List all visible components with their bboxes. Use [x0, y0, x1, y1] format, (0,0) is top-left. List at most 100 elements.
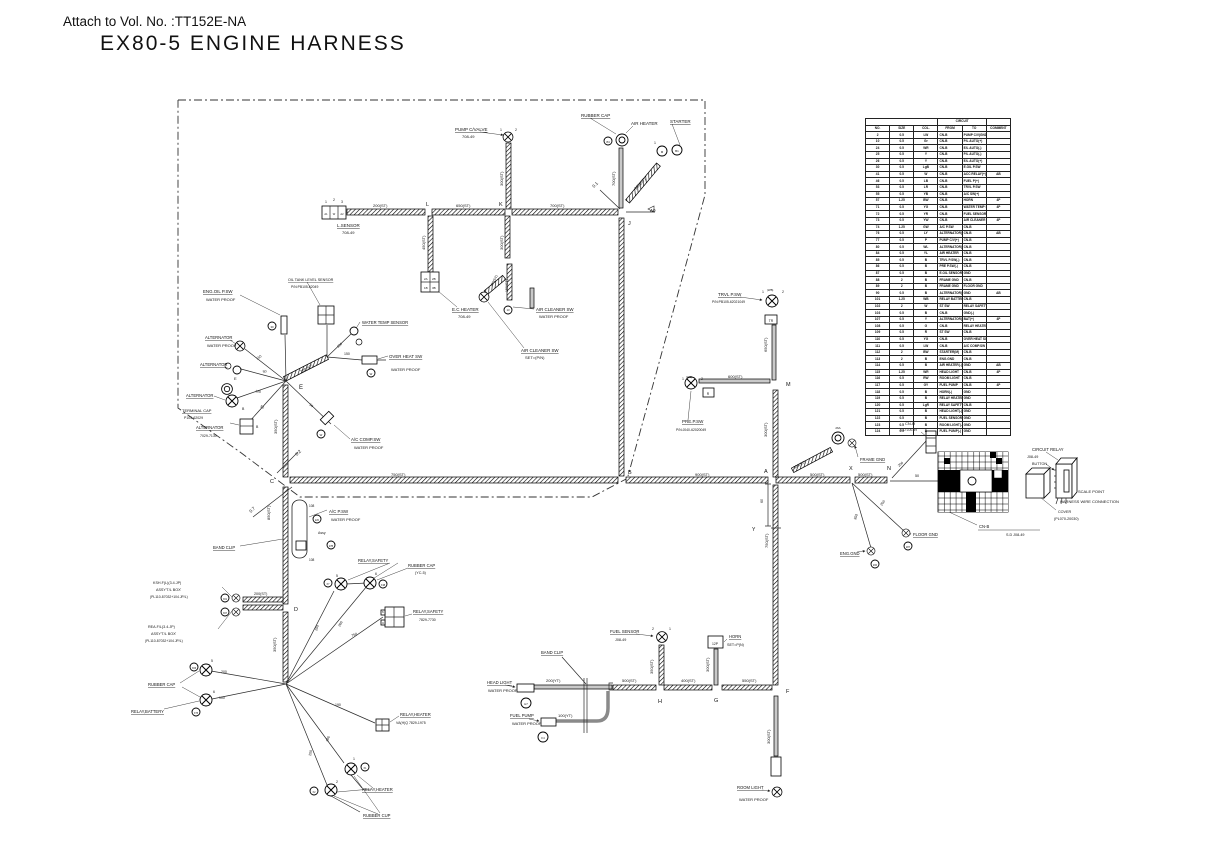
table-spacer	[985, 118, 1012, 126]
diagram-label: WATER PROOF	[354, 445, 384, 450]
diagram-label: RUBBER CAP	[148, 682, 175, 687]
table-cell: 0.5	[889, 177, 915, 185]
table-cell: CN-B	[961, 348, 987, 357]
table-cell: ENG.GND	[937, 355, 963, 363]
diagram-label: X7	[327, 583, 331, 586]
diagram-label: RELAY,SAFETY	[413, 609, 444, 614]
table-cell: B	[913, 361, 939, 370]
diagram-label: FUEL SENSOR	[610, 629, 639, 634]
table-cell	[985, 269, 1012, 278]
diagram-label: BUTTON	[1032, 462, 1047, 466]
diagram-label: FLOOR GND	[913, 532, 938, 537]
diagram-label: 0.1	[591, 180, 599, 188]
diagram-label: WATER PROOF	[512, 721, 542, 726]
diagram-label: Assy	[318, 531, 326, 535]
table-cell: YG	[913, 335, 939, 344]
table-cell: ALTERNATOR(L)	[937, 230, 963, 238]
table-cell: 109	[864, 329, 891, 337]
table-cell	[985, 243, 1012, 251]
table-cell: OVER HEAT SW	[961, 335, 987, 344]
diagram-label: RUBBER CAP	[581, 113, 610, 118]
diagram-label: 50	[915, 474, 919, 478]
diagram-label: 84	[606, 140, 610, 144]
diagram-label: X07	[223, 612, 228, 615]
diagram-label: A1	[324, 212, 328, 216]
diagram-label: K	[499, 202, 503, 208]
table-cell: LW	[913, 342, 939, 350]
table-cell: W	[913, 170, 939, 179]
diagram-label: M	[661, 150, 664, 154]
table-cell: B	[913, 276, 939, 284]
table-cell	[985, 375, 1012, 383]
column-header: TO	[961, 124, 987, 133]
table-cell: W	[913, 302, 939, 311]
diagram-label: J08-49	[615, 638, 626, 642]
table-cell: 0.5	[889, 375, 915, 383]
table-cell: 114	[864, 361, 891, 370]
table-cell: 0.5	[889, 427, 915, 436]
table-cell: GND	[961, 289, 987, 298]
table-cell: AIR HEATER	[937, 249, 963, 258]
table-cell: 0.5	[889, 183, 915, 192]
table-cell: CN-B	[937, 197, 963, 205]
table-cell: ROOM LIGHT(-)	[937, 421, 963, 429]
table-cell: 103	[864, 309, 891, 317]
table-cell: CN-B	[961, 243, 987, 251]
table-cell: G	[913, 322, 939, 330]
circuit-relay-sketch	[1025, 456, 1078, 505]
table-cell: 123	[864, 421, 891, 429]
table-cell: 0.5	[889, 249, 915, 258]
diagram-label: (PL110-87032+104.JP/L)	[150, 595, 188, 599]
diagram-label: 500(ST)	[858, 472, 873, 477]
table-cell: 0.5	[889, 236, 915, 245]
table-cell: 26	[864, 157, 891, 166]
table-cell: FUEL PUMP(-)	[937, 427, 963, 436]
diagram-label: 1	[669, 627, 671, 631]
table-cell: 120	[864, 401, 891, 410]
table-cell: RELAY SAFETY(-)	[937, 401, 963, 410]
diagram-label: 6	[382, 610, 384, 614]
diagram-label: 50	[260, 404, 265, 409]
table-cell: CN-B	[937, 335, 963, 344]
diagram-label: 206	[873, 564, 878, 567]
diagram-label: TR	[769, 319, 774, 323]
diagram-label: ALTERNATOR	[186, 393, 213, 398]
table-cell	[985, 223, 1012, 232]
table-cell: 0.5	[889, 164, 915, 172]
table-cell: B	[913, 289, 939, 298]
diagram-label: 400(ST)	[681, 678, 696, 683]
table-cell	[985, 190, 1012, 199]
table-cell: 0.5	[889, 289, 915, 298]
table-cell: 0.5	[889, 170, 915, 179]
diagram-label: R	[707, 392, 710, 396]
table-cell	[985, 421, 1012, 429]
table-cell: RELAY HEATER(-)	[937, 394, 963, 403]
diagram-label: L.SENSOR	[337, 223, 361, 228]
table-cell: AB	[985, 170, 1012, 179]
table-cell: 1.25	[889, 197, 915, 205]
table-cell: 57	[864, 197, 891, 205]
table-cell: 0.5	[889, 408, 915, 416]
table-cell: B	[913, 309, 939, 317]
diagram-label: ENG.OIL P.SW	[203, 289, 233, 294]
diagram-label: STARTER	[670, 119, 691, 124]
diagram-label: 30	[270, 325, 274, 329]
diagram-label: P/N:PB105-62021049	[712, 300, 745, 304]
diagram-label: FUEL PUMP	[510, 713, 534, 718]
table-cell: GND	[961, 388, 987, 396]
diagram-label: E	[299, 385, 303, 391]
diagram-label: A	[764, 469, 768, 475]
table-cell: CN-B	[961, 236, 987, 245]
diagram-label: 2A	[424, 277, 428, 281]
table-cell: 107	[864, 315, 891, 324]
table-cell	[985, 177, 1012, 185]
diagram-label: VA(H)Q 7829-1975	[396, 721, 426, 725]
diagram-label: 1	[762, 290, 764, 294]
table-cell: 118	[864, 388, 891, 396]
table-cell: B	[913, 388, 939, 396]
table-cell: CN-B	[937, 170, 963, 179]
table-cell: 0.5	[889, 381, 915, 390]
